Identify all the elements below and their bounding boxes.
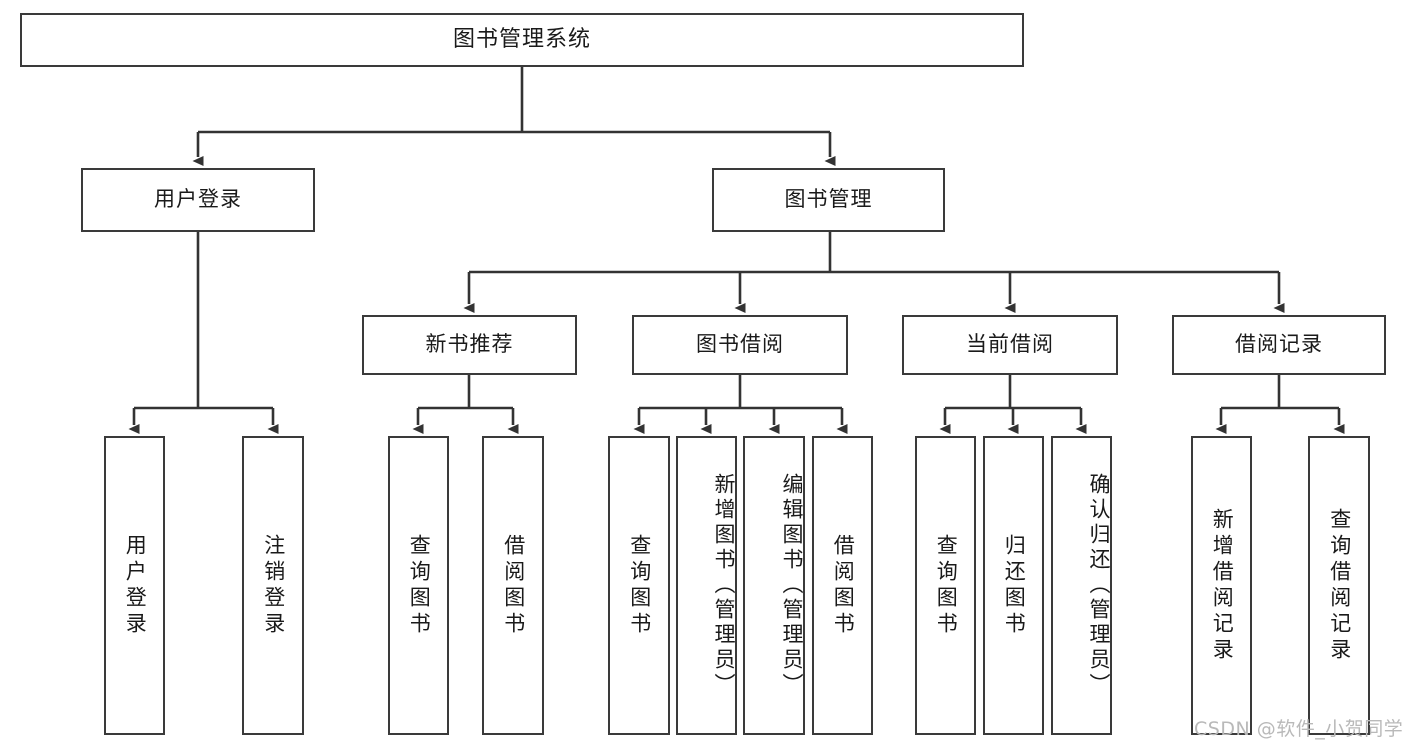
node-borrow-record[interactable]: 借阅记录 [1172, 315, 1386, 375]
node-new-book-recommend[interactable]: 新书推荐 [362, 315, 577, 375]
node-book-management[interactable]: 图书管理 [712, 168, 945, 232]
leaf-edit-book-admin[interactable]: 编辑图书（管理员） [743, 436, 805, 735]
leaf-add-borrow-record[interactable]: 新增借阅记录 [1191, 436, 1252, 735]
leaf-query-book-current[interactable]: 查询图书 [915, 436, 976, 735]
leaf-logout[interactable]: 注销登录 [242, 436, 304, 735]
node-book-borrow[interactable]: 图书借阅 [632, 315, 848, 375]
leaf-confirm-return-admin[interactable]: 确认归还（管理员） [1051, 436, 1112, 735]
leaf-add-book-admin[interactable]: 新增图书（管理员） [676, 436, 737, 735]
leaf-query-book-new[interactable]: 查询图书 [388, 436, 449, 735]
leaf-return-book[interactable]: 归还图书 [983, 436, 1044, 735]
node-root[interactable]: 图书管理系统 [20, 13, 1024, 67]
leaf-query-borrow-record[interactable]: 查询借阅记录 [1308, 436, 1370, 735]
leaf-user-login[interactable]: 用户登录 [104, 436, 165, 735]
node-current-borrow[interactable]: 当前借阅 [902, 315, 1118, 375]
csdn-watermark: CSDN @软件_小贺同学 [1194, 718, 1404, 740]
node-user-login[interactable]: 用户登录 [81, 168, 315, 232]
leaf-query-book-borrow[interactable]: 查询图书 [608, 436, 670, 735]
leaf-borrow-book[interactable]: 借阅图书 [812, 436, 873, 735]
leaf-borrow-book-new[interactable]: 借阅图书 [482, 436, 544, 735]
